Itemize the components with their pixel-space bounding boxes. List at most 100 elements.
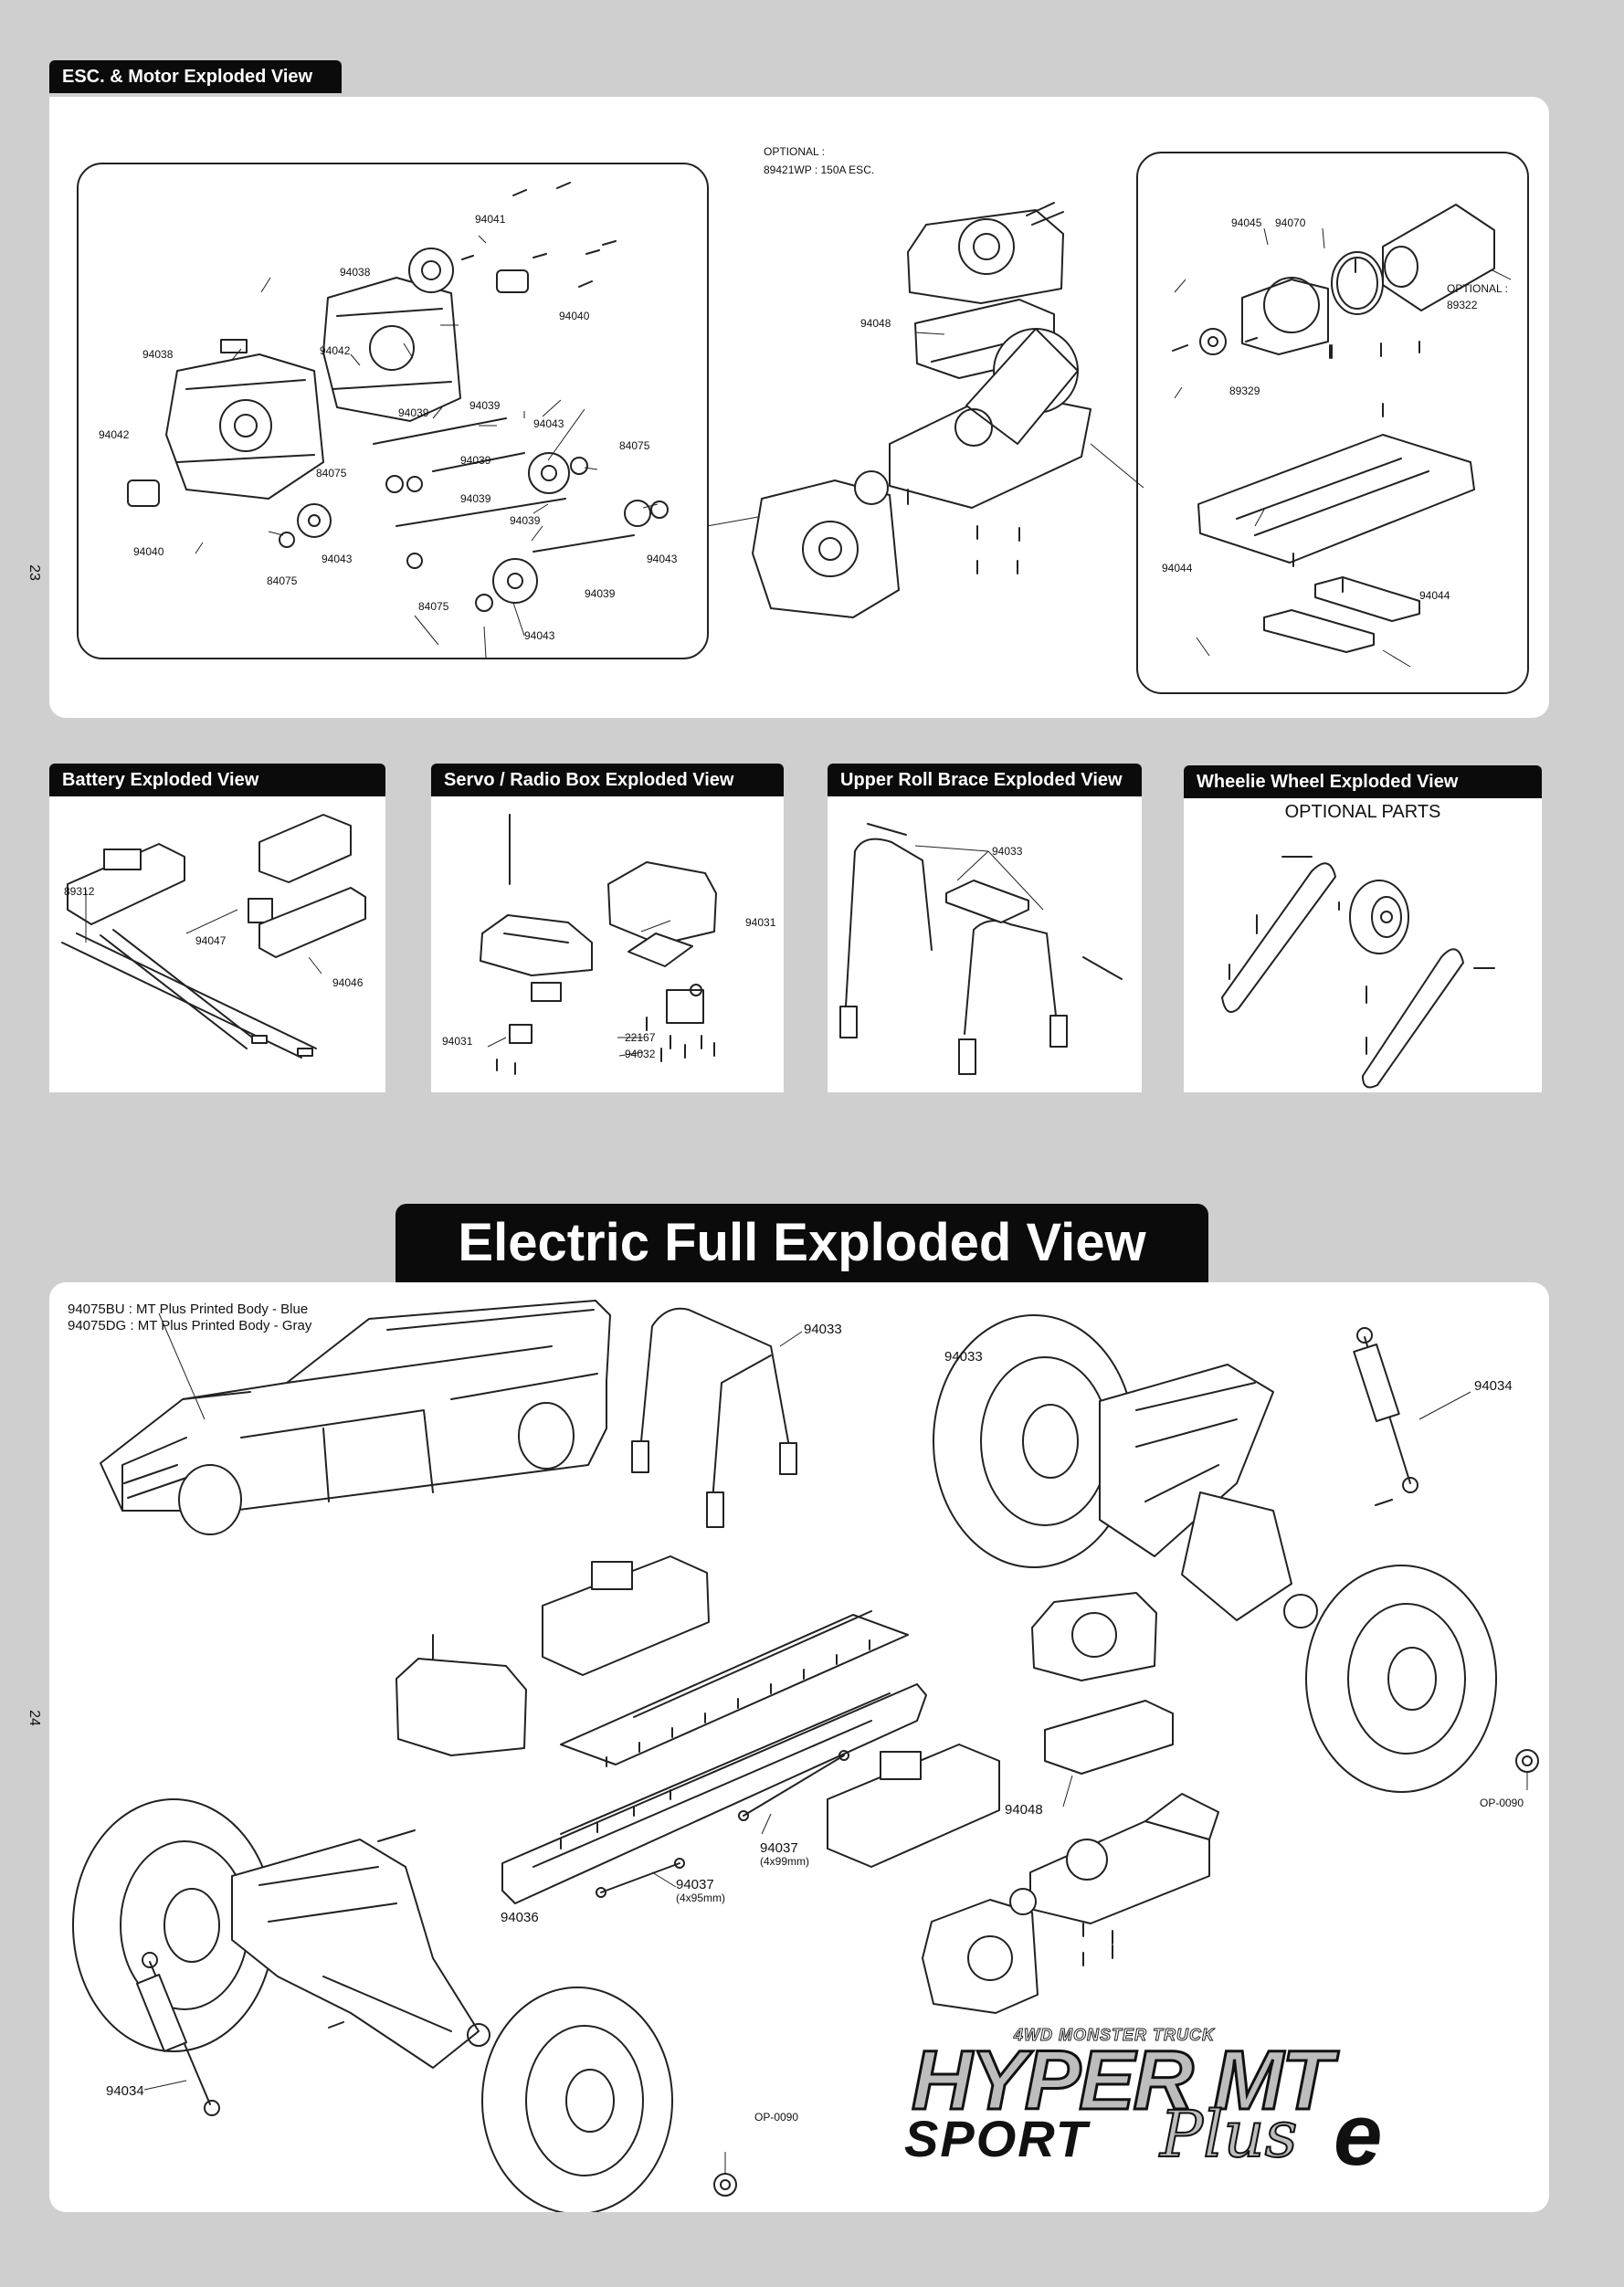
label-94043-b: 94043 [322, 553, 353, 565]
roll-pin-left [867, 823, 907, 836]
tire-rear-left [481, 1987, 673, 2212]
wheelie-section-title: Wheelie Wheel Exploded View [1184, 765, 1542, 798]
full-radio-box [395, 1634, 527, 1756]
servo-radio-section-title: Servo / Radio Box Exploded View [431, 764, 784, 796]
battery-diagram: 89312 94047 94046 [61, 814, 366, 1059]
servo-radio-panel: 94031 94031 22167 94032 [431, 796, 784, 1092]
esc-motor-section-title: ESC. & Motor Exploded View [49, 60, 342, 93]
page-number-top: 23 [26, 564, 42, 581]
servo-radio-diagram: 94031 94031 22167 94032 [442, 814, 776, 1075]
logo-tagline: 4WD MONSTER TRUCK [1014, 2026, 1215, 2045]
full-gearbox-screws [1082, 1923, 1113, 1966]
mount-screws [907, 489, 1020, 574]
shock-bottom-left [135, 1952, 220, 2116]
hyper-mt-logo: 4WD MONSTER TRUCK HYPER MT SPORT Plus e [853, 2018, 1575, 2201]
shafts [373, 417, 635, 553]
label-full-94033-b: 94033 [944, 1349, 983, 1365]
label-94038-b: 94038 [142, 348, 174, 361]
full-battery-tray [542, 1555, 710, 1676]
radio-box-base [607, 861, 717, 967]
servo-screws [496, 1017, 715, 1075]
roll-hoop-rear [958, 920, 1068, 1075]
logo-line2b: Plus [1159, 2097, 1298, 2172]
full-motor-plate [1029, 1793, 1219, 1924]
label-body-gray: 94075DG : MT Plus Printed Body - Gray [68, 1318, 312, 1333]
label-94031-b: 94031 [442, 1035, 473, 1048]
label-94037-a: 94037 [760, 1840, 798, 1856]
servo [666, 984, 704, 1024]
label-94037-b-size: (4x95mm) [676, 1892, 725, 1904]
full-panel: 94075BU : MT Plus Printed Body - Blue 94… [49, 1282, 1549, 2212]
chassis-plate [501, 1610, 927, 1904]
label-94039-b: 94039 [469, 399, 501, 412]
label-optional-motor-1: OPTIONAL : [1447, 282, 1508, 295]
label-94047: 94047 [195, 934, 227, 947]
turnbuckle-94037-b [596, 1858, 685, 1898]
label-89312: 89312 [64, 885, 95, 898]
label-94039-f: 94039 [585, 587, 616, 600]
logo-line1: HYPER MT [910, 2034, 1334, 2127]
motor-on-plate [889, 328, 1091, 509]
full-battery-tray-2 [827, 1744, 1000, 1868]
chassis-screws [560, 1639, 870, 1850]
esc-motor-diagram: 94041 94038 94038 94042 94042 94040 9404… [99, 145, 1512, 668]
logo-line2c: e [1334, 2086, 1383, 2184]
motor-plate [1197, 434, 1475, 564]
gearbox-housing-left [165, 353, 324, 500]
label-op-0090-b: OP-0090 [754, 2111, 798, 2124]
label-94044-a: 94044 [1162, 562, 1193, 574]
upper-roll-section-title: Upper Roll Brace Exploded View [828, 764, 1142, 796]
tire-front-left [72, 1798, 275, 2052]
full-roll-cage [631, 1307, 797, 1528]
assembled-gearbox [752, 470, 900, 618]
label-94042-a: 94042 [320, 344, 351, 357]
label-94031-a: 94031 [745, 916, 776, 929]
logo-line2a: SPORT [904, 2110, 1089, 2167]
label-94033: 94033 [992, 845, 1023, 858]
label-94042-b: 94042 [99, 428, 130, 441]
motor-mount-frame [1136, 152, 1529, 694]
gearbox-housing-right [322, 277, 461, 422]
battery-tray-bottom [258, 887, 366, 958]
label-optional-esc-2: 89421WP : 150A ESC. [764, 163, 874, 176]
roll-pin-right [1082, 956, 1123, 980]
label-94039-d: 94039 [460, 454, 491, 467]
label-94045: 94045 [1231, 216, 1262, 229]
label-94039-c: 94039 [460, 492, 491, 505]
servo-small [509, 1024, 533, 1044]
radio-box-lid [480, 914, 593, 976]
label-94037-b: 94037 [676, 1877, 714, 1892]
label-94040-b: 94040 [133, 545, 164, 558]
full-exploded-diagram: 94075BU : MT Plus Printed Body - Blue 94… [68, 1300, 1539, 2212]
battery-tray-top [67, 843, 185, 925]
label-94044-b: 94044 [1419, 589, 1450, 602]
label-94037-a-size: (4x99mm) [760, 1855, 809, 1868]
label-84075-b: 84075 [619, 439, 650, 452]
label-full-94048: 94048 [1005, 1802, 1043, 1818]
truck-body [100, 1300, 611, 1535]
battery-strap-box [258, 814, 352, 883]
rear-suspension-assembly [231, 1829, 490, 2069]
label-84075-a: 84075 [316, 467, 347, 480]
label-full-94034-b: 94034 [106, 2083, 144, 2099]
receiver [531, 982, 562, 1002]
label-op-0090-a: OP-0090 [1480, 1797, 1524, 1809]
wheelie-arm-lower [1362, 948, 1464, 1089]
label-full-94034-a: 94034 [1474, 1378, 1513, 1394]
label-94043-c: 94043 [647, 553, 678, 565]
motor-mount [1241, 277, 1329, 355]
wheelie-small-screws [1229, 901, 1367, 1055]
roll-hoop-front [839, 838, 933, 1038]
battery-panel: 89312 94047 94046 [49, 796, 385, 1092]
label-94036: 94036 [501, 1910, 539, 1925]
upper-roll-panel: 94033 [828, 796, 1142, 1092]
page-number-bottom: 24 [26, 1710, 42, 1726]
motor-ring [1331, 251, 1384, 315]
battery-straps [61, 929, 317, 1059]
shock-screw-bottom [328, 2021, 344, 2029]
wheelie-panel: OPTIONAL PARTS [1184, 798, 1542, 1092]
spur-gear [408, 248, 454, 293]
gears-internal [297, 452, 651, 604]
pinion [1199, 328, 1227, 355]
label-94039-a: 94039 [398, 406, 429, 419]
